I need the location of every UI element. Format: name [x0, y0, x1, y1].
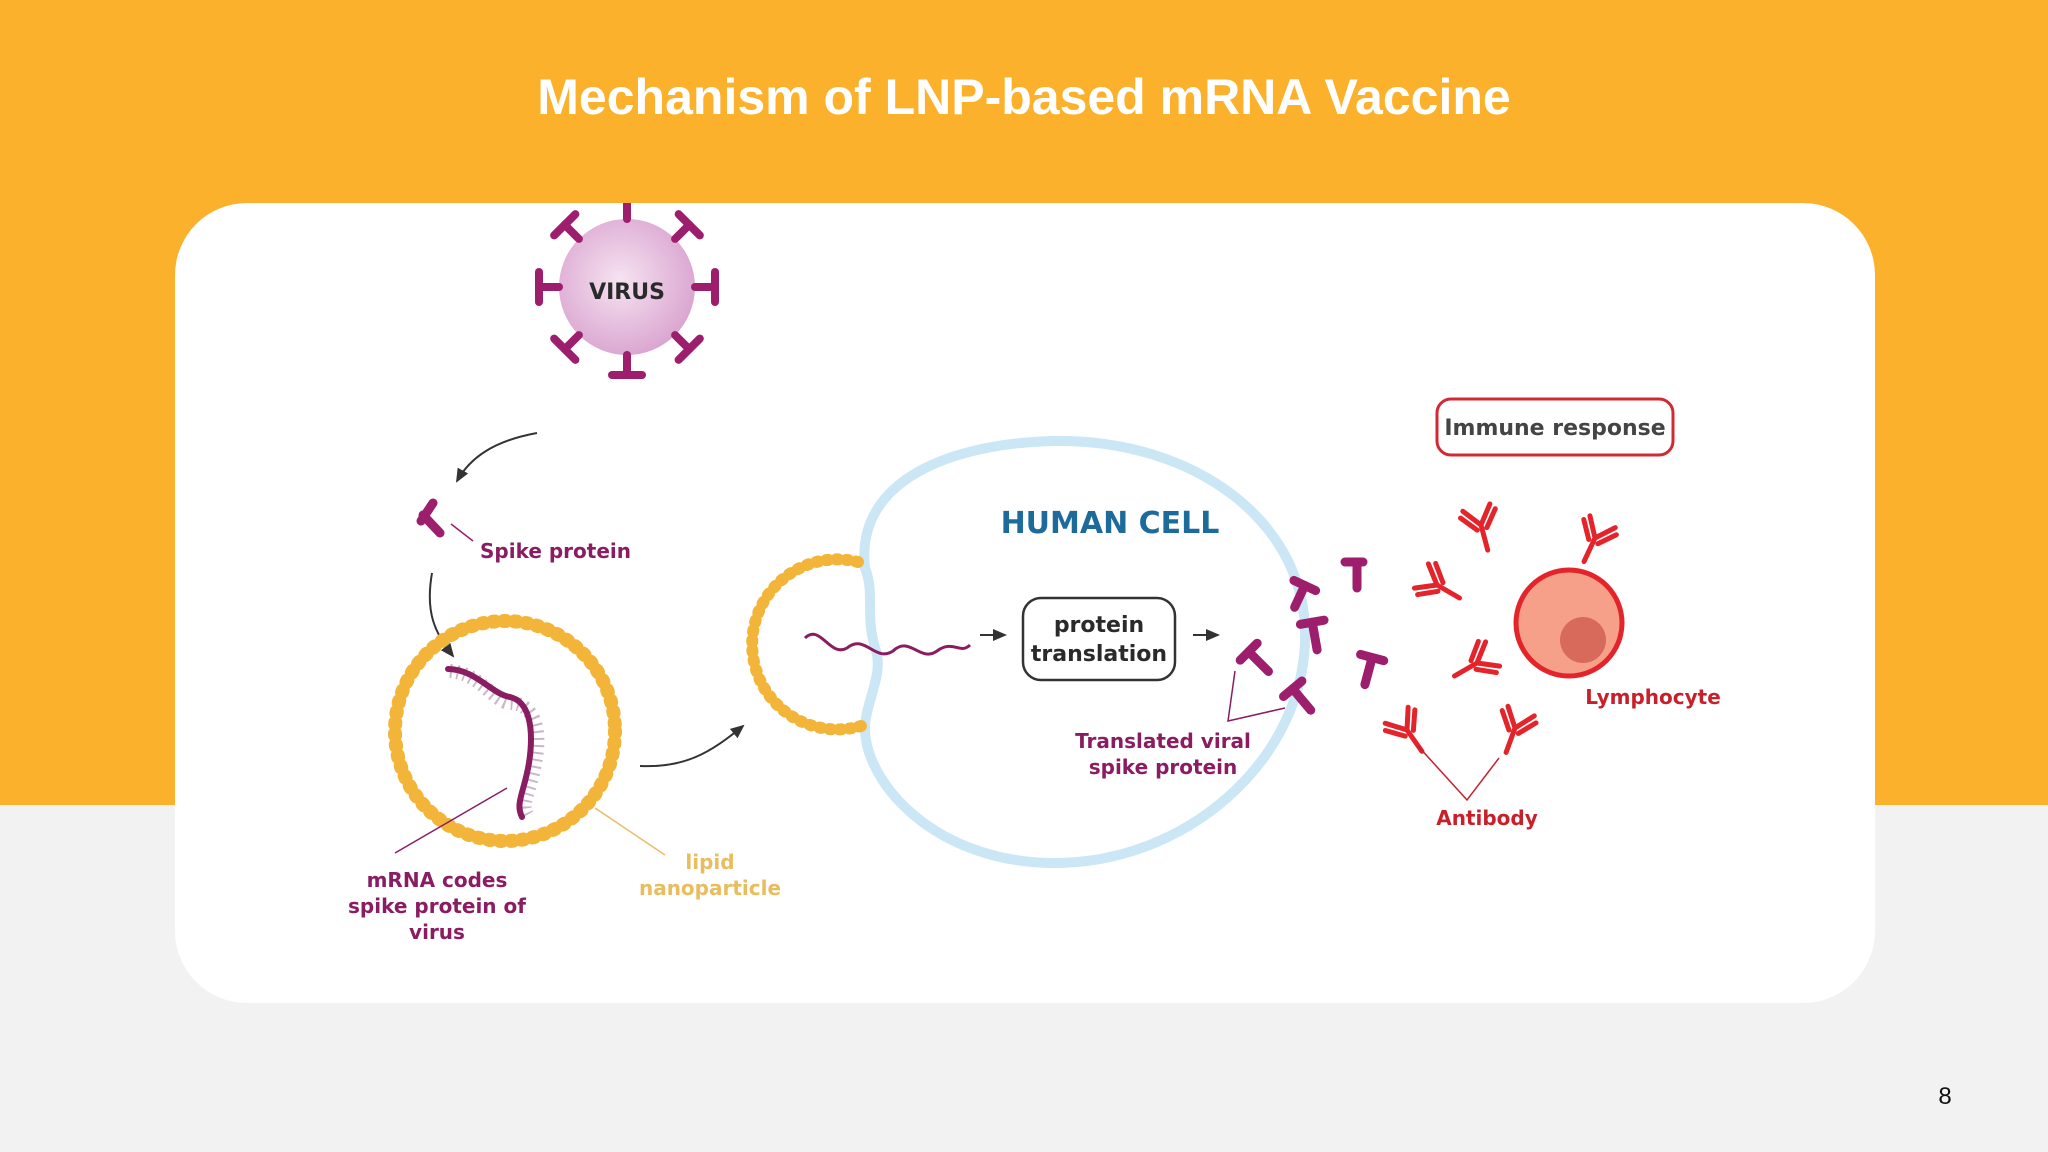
antibody-label: Antibody: [1436, 806, 1538, 830]
protein-translation-box: [1021, 596, 1177, 682]
translated-viral-line2: spike protein: [1089, 755, 1238, 779]
spike-protein-label: Spike protein: [480, 539, 631, 563]
arrow-lnp-to-cell: [639, 724, 745, 768]
mrna-in-cell: [803, 632, 972, 656]
lipid-nanoparticle: [388, 614, 622, 848]
fusing-lipid-nanoparticle: [746, 553, 867, 736]
mrna-label-line3: virus: [409, 920, 465, 944]
mrna-label-line1: mRNA codes: [367, 868, 508, 892]
vaccine-mechanism-diagram: VIRUS Spike protein mRNA codes spike pro…: [348, 203, 1721, 944]
translated-spike-proteins: [1235, 557, 1389, 715]
protein-translation-line2: translation: [1031, 642, 1167, 667]
diagram-card: VIRUS Spike protein mRNA codes spike pro…: [175, 203, 1875, 1003]
arrow-virus-to-spike: [456, 432, 538, 483]
lipid-label-line2: nanoparticle: [639, 876, 781, 900]
virus: [535, 203, 719, 379]
virus-label: VIRUS: [589, 280, 665, 305]
mrna-strand: [445, 664, 545, 820]
page-number: 8: [1938, 1083, 1952, 1110]
slide-title: Mechanism of LNP-based mRNA Vaccine: [537, 69, 1511, 125]
translated-viral-leader: [1227, 670, 1286, 722]
immune-response-box: [1435, 397, 1675, 457]
translated-viral-line1: Translated viral: [1075, 729, 1251, 753]
lymphocyte-label: Lymphocyte: [1585, 685, 1721, 709]
virus-spikes: [535, 203, 719, 379]
protein-translation-line1: protein: [1054, 613, 1144, 638]
antibody-leader: [1417, 745, 1500, 802]
lipid-label-line1: lipid: [685, 850, 734, 874]
immune-response-label: Immune response: [1444, 416, 1665, 441]
arrow-spike-to-lnp: [428, 572, 455, 658]
antibodies: [1382, 501, 1619, 755]
spike-protein-icon: [416, 498, 445, 538]
human-cell-label: HUMAN CELL: [1001, 506, 1220, 541]
mrna-label-line2: spike protein of: [348, 894, 526, 918]
lymphocyte: [1513, 567, 1625, 679]
